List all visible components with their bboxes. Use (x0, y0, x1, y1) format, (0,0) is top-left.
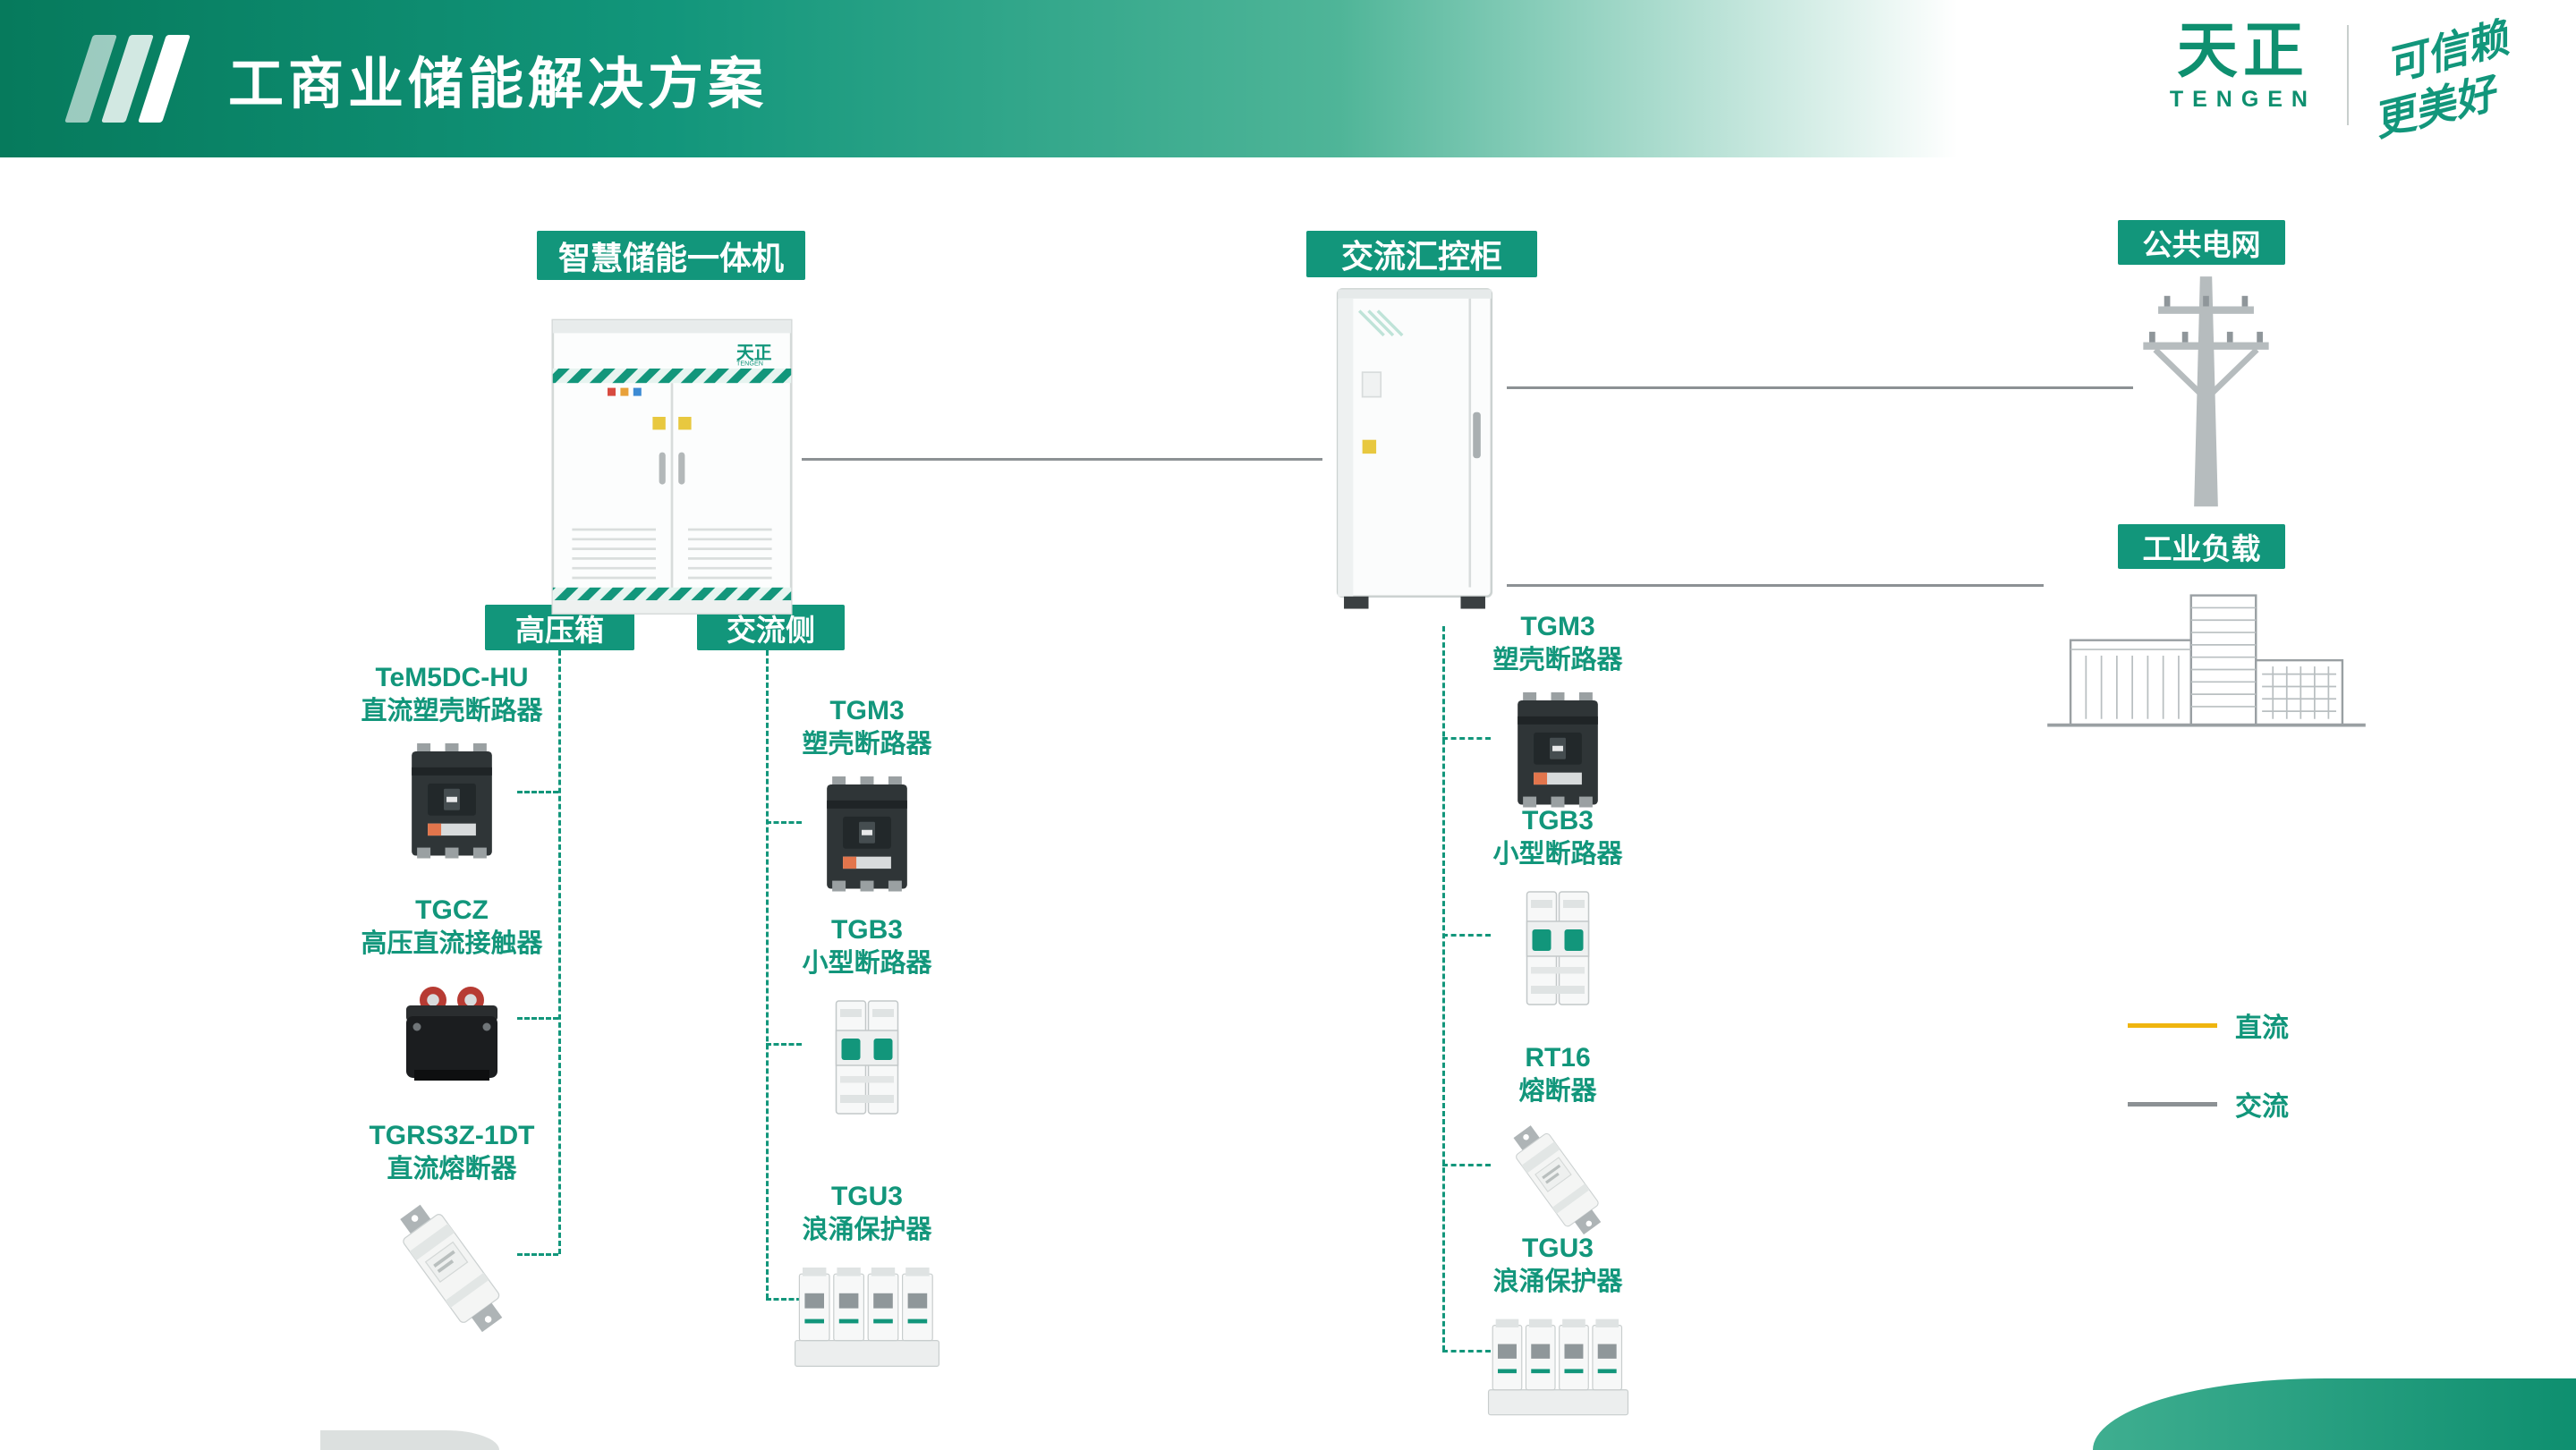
product-model: TGU3 (1521, 1234, 1594, 1263)
product-model: TeM5DC-HU (375, 663, 529, 692)
product-name: 小型断路器 (802, 949, 932, 978)
bottom-right-corner-accent (2093, 1378, 2576, 1450)
header-band: 工商业储能解决方案 (0, 0, 2576, 157)
legend-line-dc (2128, 1022, 2217, 1028)
storage-cabinet-illustration: 天正 TENGEN (551, 318, 793, 615)
legend-item-dc: 直流 (2128, 1005, 2289, 1045)
product-name: 直流熔断器 (387, 1155, 517, 1183)
label-industrial-load: 工业负载 (2118, 524, 2285, 569)
product-model: TGB3 (830, 915, 903, 945)
brand-latin: TENGEN (2169, 87, 2317, 113)
legend-item-ac: 交流 (2128, 1084, 2289, 1124)
legend-label-ac: 交流 (2235, 1092, 2289, 1122)
label-ac-combiner-cabinet: 交流汇控柜 (1306, 231, 1537, 277)
cabinet-logo-text: 天正 (736, 343, 772, 363)
page-title: 工商业储能解决方案 (228, 54, 769, 115)
product-card-rt16: RT16 熔断器 (1424, 1042, 1692, 1243)
dashed-stub-cb-2 (1442, 934, 1491, 937)
mccb-product-image (318, 738, 586, 865)
product-card-tgrs3z: TGRS3Z-1DT 直流熔断器 (318, 1120, 586, 1343)
brand-divider (2347, 25, 2349, 125)
mcb-product-image (1424, 881, 1692, 1015)
product-card-tgu3-ac: TGU3 浪涌保护器 (733, 1181, 1001, 1375)
product-model: TGB3 (1521, 806, 1594, 835)
product-card-tem5dc: TeM5DC-HU 直流塑壳断路器 (318, 662, 586, 865)
dashed-stub-ac-1 (766, 821, 802, 824)
product-model: TGRS3Z-1DT (369, 1121, 535, 1150)
bottom-left-corner-accent (320, 1430, 499, 1450)
label-public-grid: 公共电网 (2118, 220, 2285, 265)
mccb-product-image (733, 771, 1001, 898)
mcb-product-image (733, 990, 1001, 1124)
dashed-stub-cb-4 (1442, 1350, 1491, 1352)
label-storage-unit: 智慧储能一体机 (537, 231, 805, 280)
product-card-tgb3-ac: TGB3 小型断路器 (733, 914, 1001, 1124)
legend-line-ac (2128, 1101, 2217, 1107)
triple-bars-icon (64, 35, 203, 123)
dashed-stub-hv-1 (517, 791, 558, 793)
product-model: TGCZ (415, 895, 489, 925)
product-card-tgm3-ac: TGM3 塑壳断路器 (733, 695, 1001, 898)
product-model: RT16 (1525, 1043, 1591, 1073)
product-name: 浪涌保护器 (1492, 1268, 1623, 1296)
product-name: 直流塑壳断路器 (361, 697, 543, 725)
dashed-line-combiner-branch (1442, 626, 1445, 1351)
industrial-building-illustration (2047, 594, 2366, 727)
dashed-stub-cb-3 (1442, 1164, 1491, 1166)
product-card-tgm3-cb: TGM3 塑壳断路器 (1424, 611, 1692, 814)
contactor-product-image (318, 971, 586, 1091)
line-storage-to-combiner (802, 458, 1322, 461)
brand-block: 天正 TENGEN 可信赖 更美好 (2169, 13, 2537, 146)
legend-label-dc: 直流 (2235, 1013, 2289, 1043)
product-name: 高压直流接触器 (361, 929, 543, 958)
dashed-line-hv-branch (558, 650, 561, 1254)
dashed-line-ac-branch (766, 650, 769, 1299)
brand-slogan: 可信赖 更美好 (2368, 13, 2537, 146)
brand-name: 天正 (2176, 17, 2309, 85)
spd-product-image (733, 1257, 1001, 1375)
product-card-tgb3-cb: TGB3 小型断路器 (1424, 805, 1692, 1015)
product-name: 小型断路器 (1492, 840, 1623, 869)
fuse-product-image (318, 1196, 586, 1343)
product-card-tgu3-cb: TGU3 浪涌保护器 (1424, 1233, 1692, 1423)
dashed-stub-ac-2 (766, 1043, 802, 1046)
utility-pole-illustration (2143, 276, 2269, 507)
spd-product-image (1424, 1309, 1692, 1423)
mccb-product-image (1424, 687, 1692, 814)
cabinet-logo-latin: TENGEN (736, 359, 763, 367)
fuse-product-image (1424, 1118, 1692, 1243)
label-hv-box: 高压箱 (485, 605, 634, 650)
product-model: TGU3 (830, 1182, 903, 1211)
line-combiner-to-grid (1507, 386, 2133, 389)
dashed-stub-hv-2 (517, 1017, 558, 1020)
slogan-line2: 更美好 (2368, 69, 2501, 146)
product-card-tgcz: TGCZ 高压直流接触器 (318, 895, 586, 1091)
product-model: TGM3 (829, 696, 905, 725)
product-name: 浪涌保护器 (802, 1216, 932, 1244)
combiner-cabinet-illustration (1336, 288, 1493, 609)
product-model: TGM3 (1520, 612, 1595, 641)
product-name: 塑壳断路器 (802, 730, 932, 759)
line-combiner-to-load (1507, 584, 2044, 587)
dashed-stub-hv-3 (517, 1253, 558, 1256)
product-name: 熔断器 (1518, 1077, 1597, 1106)
brand-logo: 天正 TENGEN (2169, 17, 2317, 113)
dashed-stub-cb-1 (1442, 737, 1491, 740)
product-name: 塑壳断路器 (1492, 646, 1623, 674)
dashed-stub-ac-3 (766, 1298, 802, 1301)
